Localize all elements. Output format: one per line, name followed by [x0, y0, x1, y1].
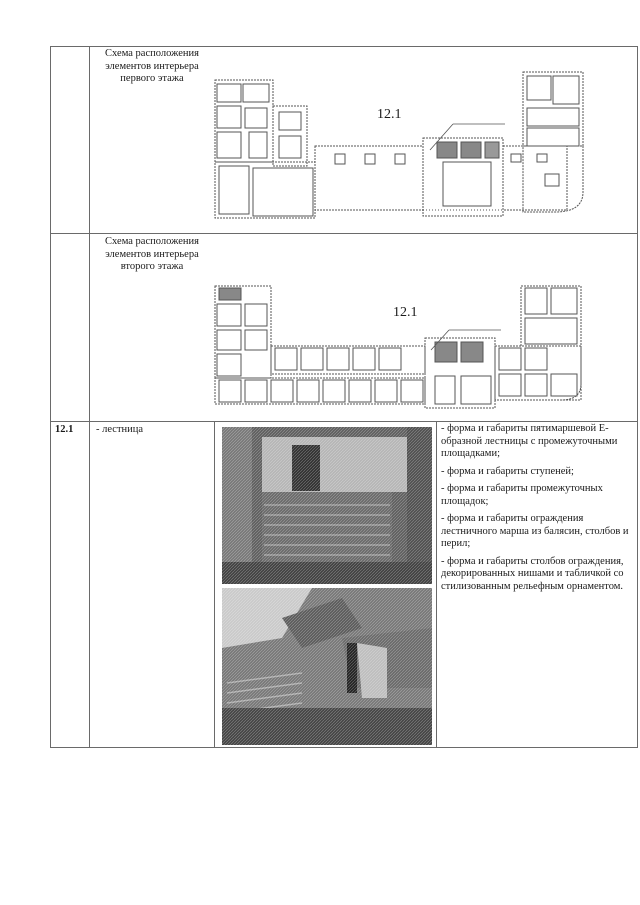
label-line: Схема расположения [105, 236, 199, 247]
row3-number: 12.1 [55, 424, 74, 435]
label-line: элементов интерьера [105, 60, 199, 72]
label-line: первого этажа [120, 73, 184, 84]
second-floor-plan: 12.1 [205, 280, 605, 410]
label-line: элементов интерьера [105, 248, 199, 260]
table-border-top [50, 46, 638, 47]
description-item: - форма и габариты ограждения лестничног… [441, 513, 629, 549]
row3-element: - лестница [96, 424, 144, 435]
description-item: - форма и габариты ступеней; [441, 465, 574, 477]
first-floor-plan: 12.1 [205, 62, 605, 222]
table-border-bottom [50, 747, 638, 748]
staircase-photo-front [222, 427, 432, 584]
row-divider-2 [50, 421, 638, 422]
row3-description: - форма и габариты пятимаршевой Е-образн… [441, 423, 633, 598]
row-divider-1 [50, 233, 638, 234]
col-divider-1 [89, 46, 90, 748]
description-item: - форма и габариты столбов ограждения, д… [441, 555, 624, 592]
row1-label: Схема расположения элементов интерьера п… [92, 48, 212, 86]
label-line: второго этажа [120, 261, 184, 272]
description-item: - форма и габариты промежуточных площадо… [441, 483, 603, 507]
table-border-left [50, 46, 51, 748]
col-divider-2 [214, 421, 215, 748]
description-item: - форма и габариты пятимаршевой Е-образн… [441, 423, 618, 459]
first-floor-marker: 12.1 [377, 107, 402, 122]
label-line: Схема расположения [105, 48, 199, 59]
table-border-right [637, 46, 638, 748]
row2-label: Схема расположения элементов интерьера в… [92, 236, 212, 274]
staircase-photo-railing [222, 588, 432, 745]
second-floor-marker: 12.1 [393, 305, 418, 320]
col-divider-3 [436, 421, 437, 748]
